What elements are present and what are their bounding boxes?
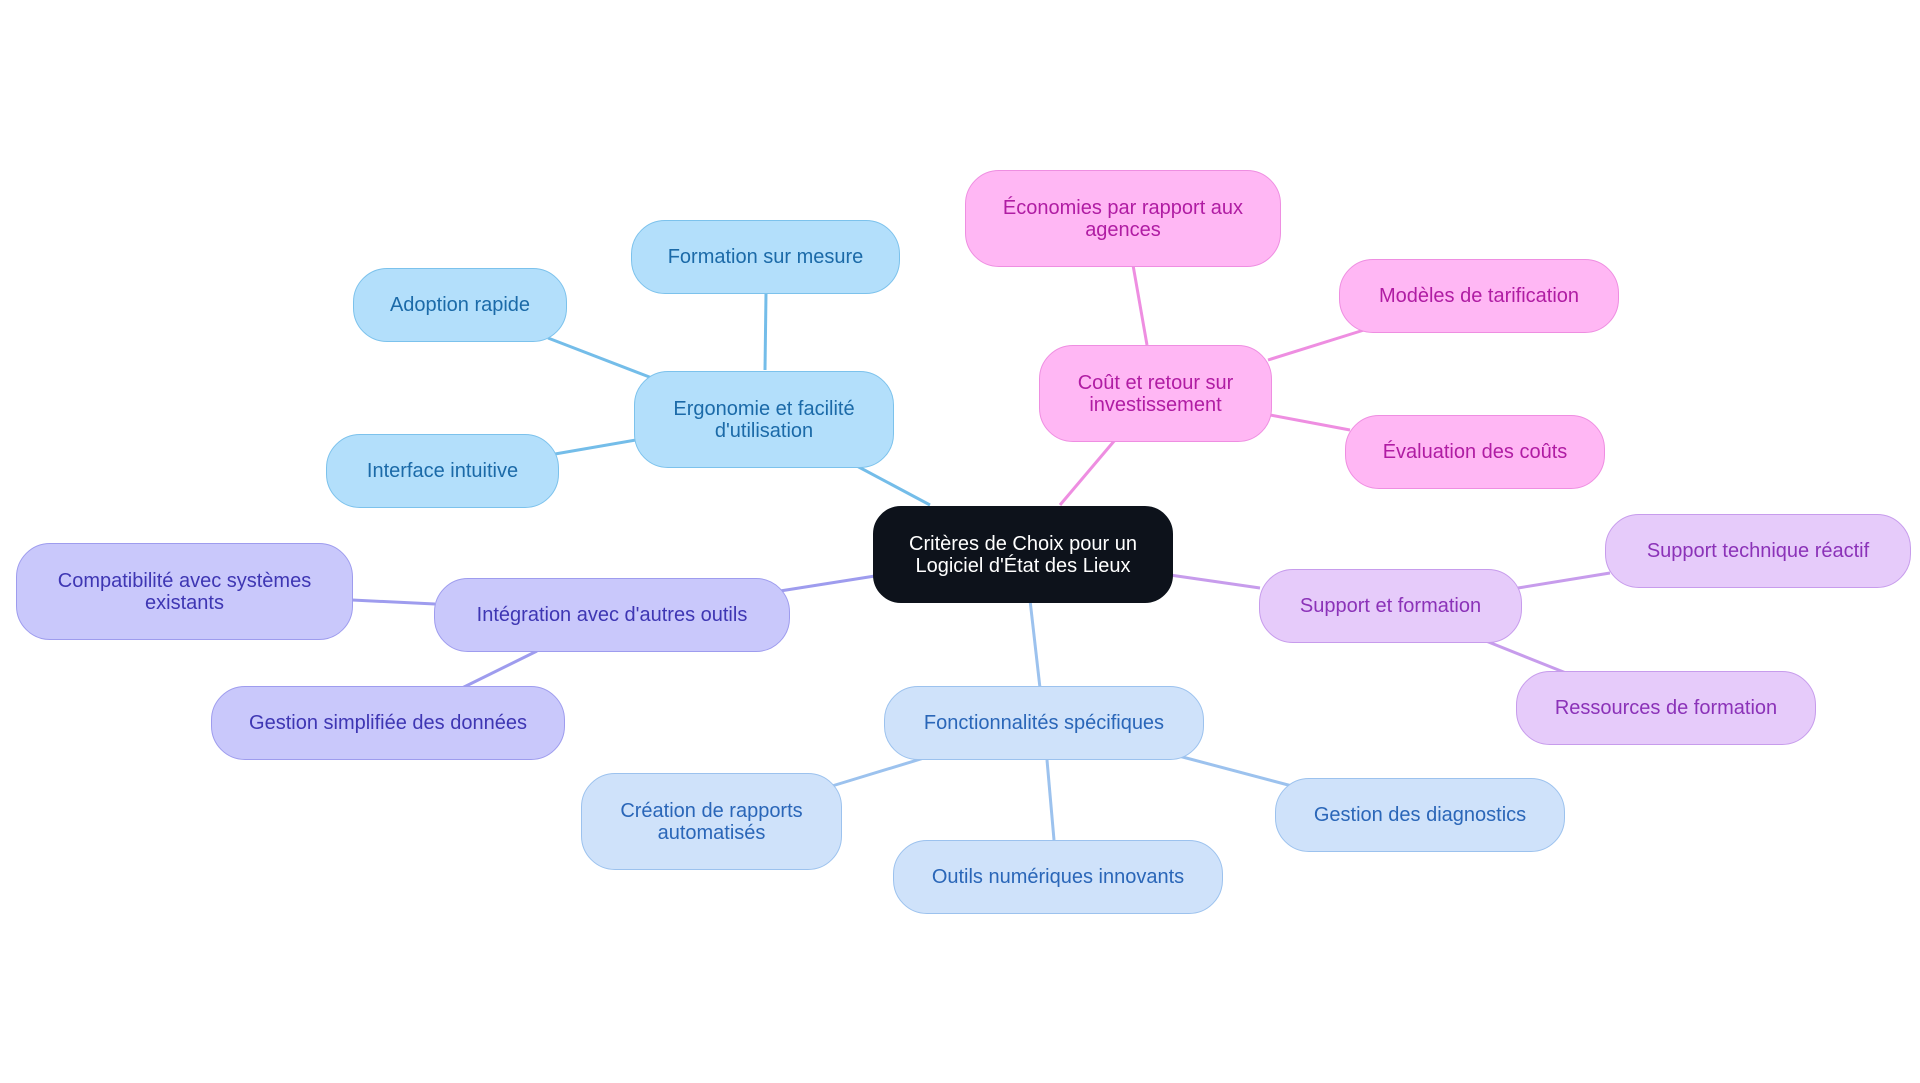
link-fonct-creation (831, 756, 925, 788)
leaf-evaluation-couts: Évaluation des coûts (1345, 415, 1605, 489)
link-cout-economies (1131, 264, 1149, 346)
branch-fonctionnalites: Fonctionnalités spécifiques (884, 686, 1204, 760)
leaf-economies-agences: Économies par rapport aux agences (965, 170, 1281, 267)
link-root-ergonomie (854, 463, 931, 507)
branch-integration: Intégration avec d'autres outils (434, 578, 790, 652)
link-root-fonctionnalites (1028, 599, 1042, 689)
link-fonct-diagnostics (1174, 753, 1293, 788)
leaf-ressources-formation: Ressources de formation (1516, 671, 1816, 745)
link-ergonomie-adoption (547, 336, 653, 380)
leaf-modeles-tarification: Modèles de tarification (1339, 259, 1619, 333)
leaf-adoption-rapide: Adoption rapide (353, 268, 567, 342)
link-integration-compat (351, 598, 436, 606)
link-cout-modeles (1267, 328, 1365, 362)
leaf-creation-rapports: Création de rapports automatisés (581, 773, 842, 870)
leaf-outils-numeriques: Outils numériques innovants (893, 840, 1223, 914)
link-root-integration (779, 574, 876, 593)
branch-ergonomie: Ergonomie et facilité d'utilisation (634, 371, 894, 468)
branch-support: Support et formation (1259, 569, 1522, 643)
link-ergonomie-formation (763, 292, 768, 371)
link-cout-evaluation (1269, 413, 1351, 432)
link-integration-gestion (461, 649, 538, 690)
link-support-technique (1517, 571, 1611, 590)
leaf-compatibilite-systemes: Compatibilité avec systèmes existants (16, 543, 353, 640)
branch-cout: Coût et retour sur investissement (1039, 345, 1272, 442)
link-root-cout (1058, 439, 1117, 506)
leaf-formation-sur-mesure: Formation sur mesure (631, 220, 900, 294)
link-root-support (1169, 573, 1261, 590)
leaf-gestion-donnees: Gestion simplifiée des données (211, 686, 565, 760)
root-node: Critères de Choix pour un Logiciel d'Éta… (873, 506, 1173, 603)
leaf-gestion-diagnostics: Gestion des diagnostics (1275, 778, 1565, 852)
link-ergonomie-interface (554, 438, 637, 456)
link-fonct-outils (1045, 759, 1056, 841)
leaf-interface-intuitive: Interface intuitive (326, 434, 559, 508)
leaf-support-technique: Support technique réactif (1605, 514, 1911, 588)
link-support-ressources (1485, 639, 1567, 675)
